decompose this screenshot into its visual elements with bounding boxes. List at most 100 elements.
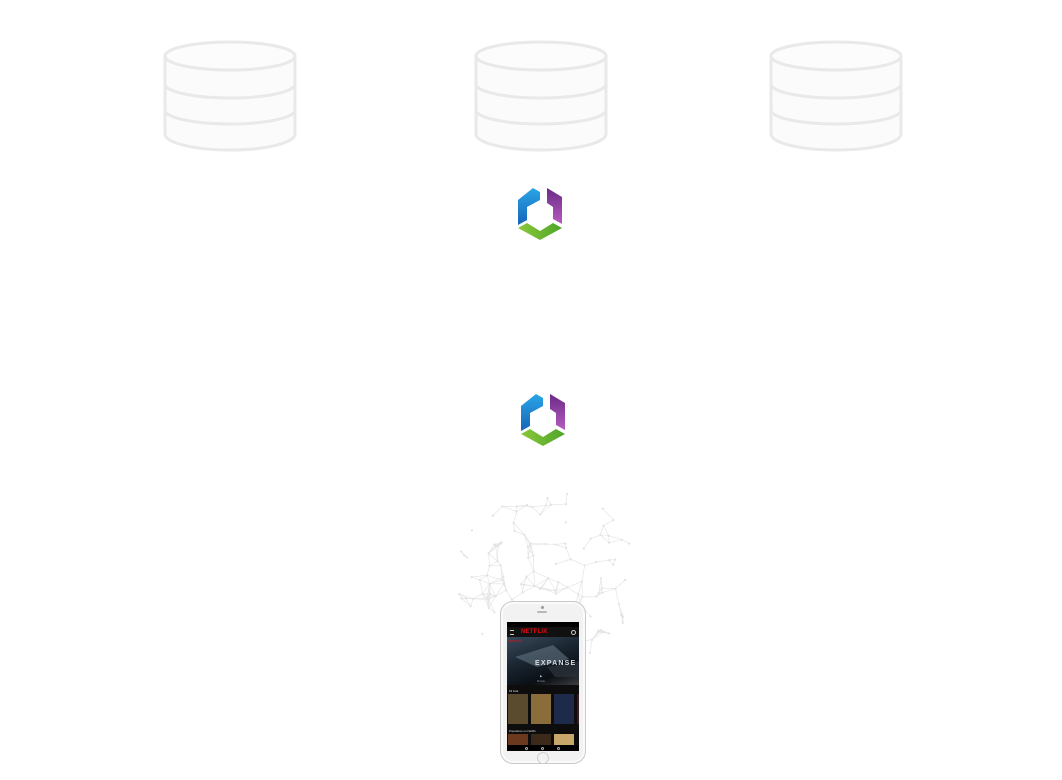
network-node [503, 583, 505, 585]
network-node [547, 577, 549, 579]
network-node [546, 497, 548, 499]
network-node [603, 630, 605, 632]
phone-camera [541, 606, 544, 609]
network-edge [461, 598, 470, 606]
home-button [537, 752, 549, 764]
network-node [622, 622, 624, 624]
network-node [527, 557, 529, 559]
network-node [501, 579, 503, 581]
network-node [481, 633, 483, 635]
network-node [622, 616, 624, 618]
network-edge [480, 580, 490, 584]
network-node [495, 595, 497, 597]
network-edge [523, 586, 535, 593]
network-node [470, 576, 472, 578]
hexagon-logo-icon [519, 392, 567, 448]
network-node [621, 539, 623, 541]
network-node [516, 505, 518, 507]
network-node [513, 530, 515, 532]
smartphone-icon: NETFLIX NETFLIX EXPANSE ▶ Mi lista Mi li… [500, 601, 586, 764]
network-node [581, 596, 583, 598]
network-edge [487, 566, 489, 575]
network-edge [473, 599, 488, 600]
network-edge [578, 581, 582, 594]
network-node [500, 564, 502, 566]
hexagon-logo-icon [516, 186, 564, 242]
network-node [488, 583, 490, 585]
network-node [618, 603, 620, 605]
network-edge [523, 585, 524, 593]
network-node [608, 559, 610, 561]
network-node [600, 577, 602, 579]
network-node [500, 543, 502, 545]
search-icon [571, 630, 576, 635]
network-edge [487, 575, 502, 580]
network-node [492, 515, 494, 517]
network-edge [532, 507, 540, 515]
network-node [614, 587, 616, 589]
network-node [569, 558, 571, 560]
network-node [545, 504, 547, 506]
network-node [533, 570, 535, 572]
network-node [539, 588, 541, 590]
network-edge [506, 590, 512, 599]
network-edge [526, 571, 533, 576]
network-edge [535, 578, 549, 586]
network-node [554, 543, 556, 545]
network-node [601, 587, 603, 589]
network-node [460, 550, 462, 552]
database-icon [162, 38, 298, 156]
network-edge [582, 565, 585, 581]
home-icon [541, 747, 544, 750]
network-node [531, 506, 533, 508]
network-edge [590, 640, 592, 653]
network-node [612, 519, 614, 521]
network-node [532, 555, 534, 557]
network-edge [602, 588, 616, 589]
network-node [624, 579, 626, 581]
network-edge [496, 590, 506, 596]
network-node [466, 556, 468, 558]
network-node [555, 593, 557, 595]
database-icon [473, 38, 609, 156]
network-edge [616, 589, 619, 605]
network-node [608, 542, 610, 544]
network-node [544, 543, 546, 545]
network-edge [566, 548, 571, 559]
network-edge [602, 589, 615, 593]
network-edge [526, 577, 534, 586]
network-node [565, 503, 567, 505]
row-label: Populares en Netflix [509, 729, 536, 733]
network-node [479, 579, 481, 581]
network-node [489, 593, 491, 595]
poster [508, 694, 528, 724]
network-edge [489, 553, 490, 566]
network-edge [471, 599, 474, 606]
network-node [520, 583, 522, 585]
network-edge [600, 526, 603, 535]
recents-icon [557, 747, 560, 750]
network-edge [551, 504, 566, 505]
hero-title: EXPANSE [535, 660, 576, 668]
network-node [621, 613, 623, 615]
network-node [598, 592, 600, 594]
network-node [583, 547, 585, 549]
network-node [597, 630, 599, 632]
network-node [460, 597, 462, 599]
poster [554, 694, 574, 724]
network-node [541, 587, 543, 589]
network-node [463, 554, 465, 556]
network-edge [555, 544, 566, 548]
phone-screen: NETFLIX NETFLIX EXPANSE ▶ Mi lista Mi li… [507, 622, 579, 751]
network-node [470, 605, 472, 607]
brand-logo: NETFLIX [521, 627, 547, 637]
network-edge [596, 560, 609, 562]
network-node [608, 535, 610, 537]
network-edge [591, 535, 601, 539]
network-node [458, 593, 460, 595]
hero-badge: NETFLIX [509, 639, 522, 643]
network-edge [533, 556, 534, 572]
network-edge [609, 540, 622, 543]
network-node [523, 584, 525, 586]
network-edge [514, 512, 517, 523]
